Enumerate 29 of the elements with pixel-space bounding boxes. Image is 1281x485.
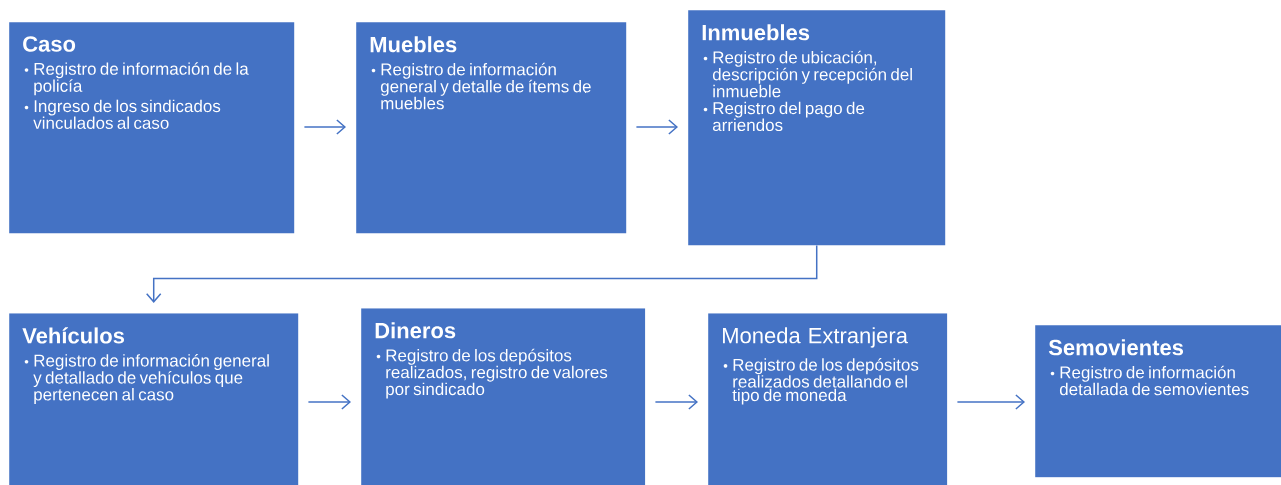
bullet-item: Ingreso de los sindicados vinculados al caso — [33, 99, 221, 129]
bullet-item: Registro de información detallada de semovientes — [1059, 365, 1249, 396]
bullet-item: Registro de información general y detallado de vehículos que pertenecen al caso — [33, 353, 269, 404]
arrow — [307, 394, 351, 410]
box-heading: Vehículos — [22, 327, 125, 344]
arrow — [635, 119, 678, 135]
process-box — [688, 10, 946, 246]
process-box — [9, 313, 299, 485]
bullet-item: Registro de los depósitos realizados, registro de valores por sindicado — [386, 348, 608, 399]
bullet-item: Registro de los depósitos realizados detallando el tipo de moneda — [732, 358, 919, 405]
box-heading: Semovientes — [1048, 339, 1184, 356]
bullet-item: Registro de ubicación, descripción y recepción del inmueble — [712, 50, 912, 98]
box-heading: Caso — [23, 36, 76, 52]
process-box — [361, 308, 646, 485]
arrow — [654, 394, 698, 410]
arrow — [303, 119, 346, 135]
box-heading: Moneda Extranjera — [723, 327, 908, 348]
process-box — [356, 22, 627, 234]
bullet-item: Registro de información de la policía — [34, 62, 249, 96]
arrow — [145, 244, 818, 303]
bullet-item: Registro de información general y detalle de ítems de muebles — [380, 62, 591, 110]
process-box — [708, 313, 948, 485]
box-heading: Muebles — [370, 36, 457, 53]
box-heading: Inmuebles — [702, 24, 810, 41]
box-heading: Dineros — [375, 322, 456, 339]
arrow — [956, 394, 1025, 410]
process-box — [9, 22, 295, 234]
bullet-item: Registro del pago de arriendos — [712, 101, 865, 132]
process-box — [1035, 325, 1281, 478]
